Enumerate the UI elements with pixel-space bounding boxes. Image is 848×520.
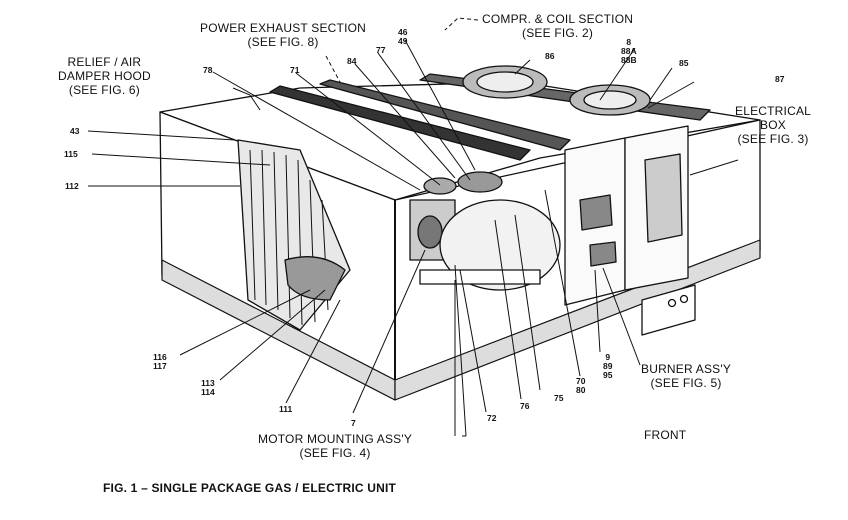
part-number-9-89-95: 9 89 95 [603, 353, 612, 380]
part-number-78: 78 [203, 65, 213, 75]
part-number-89: 89 [603, 361, 613, 371]
part-number-72: 72 [487, 413, 497, 423]
part-number-112: 112 [65, 181, 79, 191]
burner-label: BURNER ASS'Y (SEE FIG. 5) [641, 362, 731, 390]
part-number-75: 75 [554, 393, 564, 403]
burner-line1: BURNER ASS'Y [641, 362, 732, 376]
motor-line1: MOTOR MOUNTING ASS'Y [258, 432, 413, 446]
electrical-line3: (SEE FIG. 3) [737, 132, 809, 146]
part-number-113: 113 [201, 378, 215, 388]
power-exhaust-label: POWER EXHAUST SECTION (SEE FIG. 8) [200, 21, 366, 49]
part-number-49: 49 [398, 36, 408, 46]
part-number-111: 111 [279, 404, 293, 414]
compr-coil-line2: (SEE FIG. 2) [522, 26, 594, 40]
electrical-label: ELECTRICAL BOX (SEE FIG. 3) [735, 104, 811, 146]
part-number-46-49: 46 49 [398, 28, 407, 46]
part-number-117: 117 [153, 361, 167, 371]
motor-label: MOTOR MOUNTING ASS'Y (SEE FIG. 4) [258, 432, 412, 460]
relief-line1: RELIEF / AIR [67, 55, 142, 69]
part-number-116-117: 116 117 [153, 353, 167, 371]
part-number-116: 116 [153, 352, 167, 362]
front-label: FRONT [644, 428, 687, 442]
part-number-88a: 88A [621, 46, 637, 56]
part-number-77: 77 [376, 45, 386, 55]
motor-line2: (SEE FIG. 4) [299, 446, 371, 460]
part-number-7: 7 [351, 418, 356, 428]
part-number-46: 46 [398, 27, 408, 37]
part-number-71: 71 [290, 65, 300, 75]
electrical-line2: BOX [760, 118, 786, 132]
part-number-9: 9 [605, 352, 611, 362]
part-number-84: 84 [347, 56, 357, 66]
part-number-95: 95 [603, 370, 613, 380]
part-number-87: 87 [775, 74, 785, 84]
power-exhaust-line1: POWER EXHAUST SECTION [200, 21, 367, 35]
part-number-86: 86 [545, 51, 555, 61]
part-number-115: 115 [64, 149, 78, 159]
compr-coil-line1: COMPR. & COIL SECTION [482, 12, 634, 26]
blower-housing [439, 199, 561, 291]
relief-line2: DAMPER HOOD [58, 69, 151, 83]
part-number-80: 80 [576, 385, 586, 395]
burner-line2: (SEE FIG. 5) [650, 376, 722, 390]
part-number-76: 76 [520, 401, 530, 411]
part-number-113-114: 113 114 [201, 379, 215, 397]
figure-caption: FIG. 1 – SINGLE PACKAGE GAS / ELECTRIC U… [103, 481, 397, 495]
part-number-88b: 88B [621, 55, 637, 65]
power-exhaust-line2: (SEE FIG. 8) [247, 35, 319, 49]
relief-label: RELIEF / AIR DAMPER HOOD (SEE FIG. 6) [58, 55, 151, 97]
electrical-line1: ELECTRICAL [735, 104, 812, 118]
part-number-85: 85 [679, 58, 689, 68]
part-number-114: 114 [201, 387, 215, 397]
part-number-8-88: 8 88A 88B [621, 38, 637, 65]
relief-line3: (SEE FIG. 6) [68, 83, 140, 97]
part-number-70: 70 [576, 376, 586, 386]
part-number-43: 43 [70, 126, 80, 136]
compr-coil-label: COMPR. & COIL SECTION (SEE FIG. 2) [482, 12, 633, 40]
part-number-8: 8 [626, 37, 632, 47]
part-number-70-80: 70 80 [576, 377, 585, 395]
